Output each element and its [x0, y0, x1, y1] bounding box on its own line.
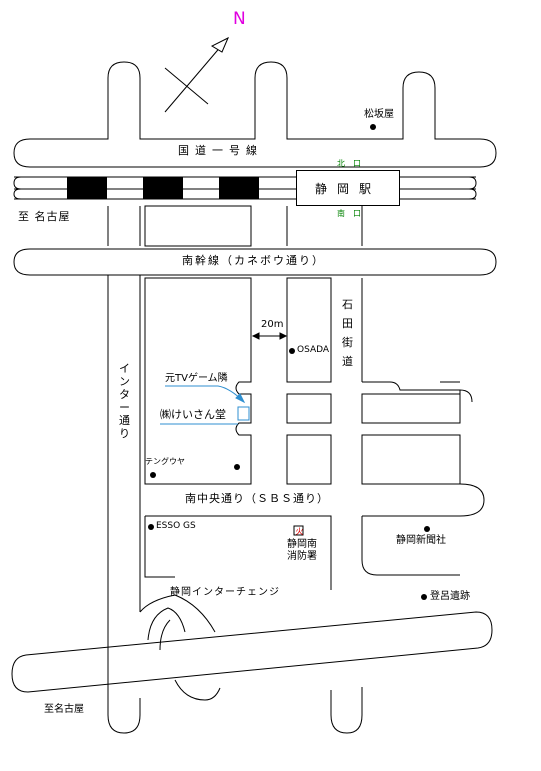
rail-block-4: [143, 189, 183, 199]
toro-label: 登呂遺跡: [430, 591, 470, 602]
south-block-west-bottom: [144, 516, 175, 578]
fire-station-icon: [293, 525, 304, 536]
south-stub-center: [330, 687, 363, 734]
tengu-dot-2: [234, 464, 240, 470]
south-stub-west: [107, 698, 141, 734]
rail-end-right: [468, 176, 477, 200]
matsuzakaya-label: 松坂屋: [364, 109, 394, 120]
shimbun-label: 静岡新聞社: [396, 535, 446, 546]
rail-block-1: [67, 177, 107, 189]
north-arrow-cross: [164, 67, 209, 105]
block-small-4: [361, 434, 461, 485]
osada-dot: [289, 348, 295, 354]
rail-block-5: [219, 177, 259, 189]
lower-ramp: [174, 679, 221, 701]
rail-block-2: [67, 189, 107, 199]
distance-label: 20m: [261, 319, 284, 330]
station-name: 静岡駅: [314, 181, 381, 196]
fire-station-glyph: 火: [296, 527, 304, 536]
block-small-3: [286, 434, 332, 485]
ramp-3: [159, 619, 171, 651]
inter-dori-label: インター通り: [119, 362, 130, 440]
ishida-kaido-label: 石田街道: [342, 298, 353, 368]
ramp-1: [139, 594, 216, 633]
interchange-label: 静岡インターチェンジ: [170, 587, 280, 598]
east-region-top: [362, 381, 473, 403]
route1-road: [13, 61, 497, 168]
north-label: N: [233, 9, 246, 29]
south-block-east: [361, 516, 460, 576]
minami-chuo-label: 南中央通り（ＳＢＳ通り）: [185, 492, 329, 505]
block-small-2: [361, 393, 461, 424]
rail-block-3: [143, 177, 183, 189]
block-row2-a: [107, 206, 141, 246]
tengu-dot: [150, 472, 156, 478]
osada-label: OSADA: [297, 345, 330, 355]
minami-chuo-end: [459, 483, 485, 517]
north-arrow-shaft: [164, 37, 229, 113]
target-pointer-head: [235, 393, 246, 404]
matsuzakaya-dot: [370, 124, 376, 130]
rail-end-left: [13, 176, 22, 200]
distance-arrow-right: [279, 332, 288, 340]
fire-station-label: 静岡南消防署: [287, 539, 317, 562]
block-row2-b: [144, 205, 252, 247]
nankan-label: 南幹線（カネボウ通り）: [182, 254, 325, 267]
block-small-1: [286, 393, 332, 424]
south-exit-label: 南口: [337, 209, 369, 218]
rail-block-6: [219, 189, 259, 199]
distance-arrow-left: [251, 332, 260, 340]
expressway: [11, 611, 493, 693]
north-arrow-head: [210, 36, 229, 53]
target-marker: [237, 406, 250, 421]
osada-block: [286, 277, 332, 383]
ramp-2: [147, 607, 186, 641]
to-nagoya-bottom-label: 至名古屋: [44, 704, 84, 715]
target-shop-label: ㈱けいさん堂: [160, 408, 226, 421]
toro-dot: [421, 594, 427, 600]
esso-label: ESSO GS: [156, 521, 196, 531]
shimbun-dot: [424, 526, 430, 532]
north-exit-label: 北口: [337, 159, 369, 168]
station-box: 静岡駅: [296, 170, 400, 206]
esso-dot: [148, 524, 154, 530]
block-row2-c: [286, 206, 363, 246]
target-pointer-line: [165, 385, 245, 403]
nankan-road: [13, 248, 497, 276]
to-nagoya-top-label: 至 名古屋: [18, 210, 71, 223]
target-block: [144, 277, 252, 485]
south-block-west: [145, 515, 332, 590]
former-tv-game-label: 元TVゲーム隣: [165, 373, 228, 384]
tengu-label: テングウヤ: [145, 457, 185, 466]
route1-label: 国道一号線: [178, 144, 263, 157]
